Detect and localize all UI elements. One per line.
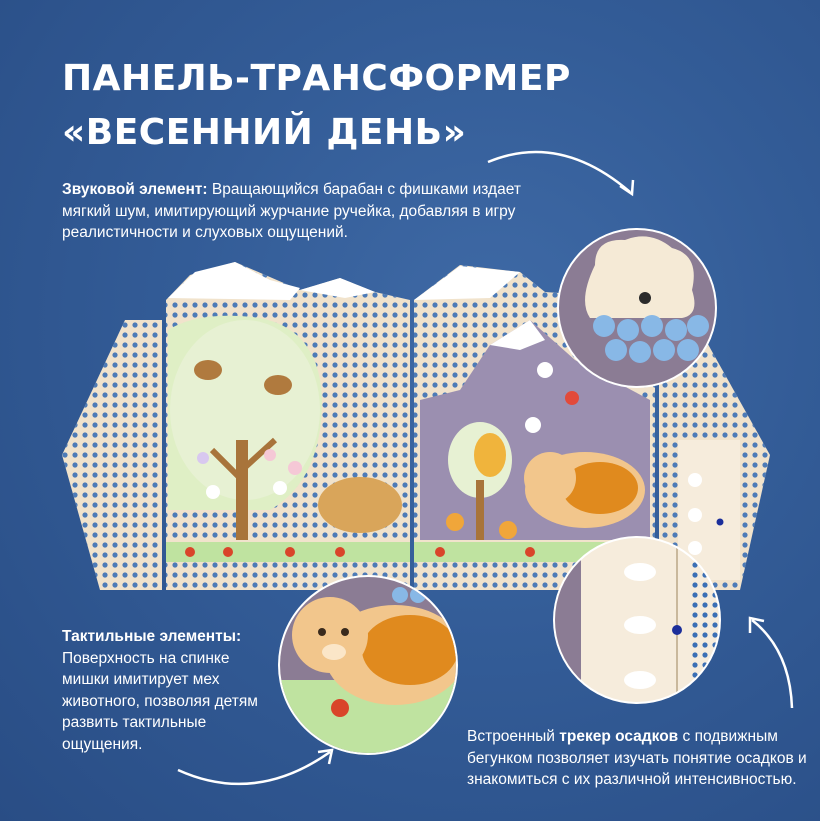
- arrow-to-drum: [487, 150, 631, 193]
- sound-element-caption: Звуковой элемент: Вращающийся барабан с …: [62, 179, 542, 244]
- precipitation-tracker-caption: Встроенный трекер осадков с подвижным бе…: [467, 726, 817, 791]
- arrowhead-tracker: [748, 616, 765, 633]
- drum-zoom-circle: [557, 228, 717, 388]
- title-line-2: «ВЕСЕННИЙ ДЕНЬ»: [62, 112, 467, 153]
- sound-element-text: Вращающийся барабан с фишками издает мяг…: [62, 181, 521, 241]
- tactile-element-heading: Тактильные элементы:: [62, 628, 242, 645]
- sound-element-heading: Звуковой элемент:: [62, 181, 208, 198]
- mountain-scene: [414, 320, 655, 562]
- bird-2: [264, 375, 292, 395]
- bear-zoom-circle: [278, 575, 458, 755]
- bear-head: [292, 597, 368, 673]
- tracker-text: с подвижным бегунком позволяет изучать п…: [467, 728, 807, 788]
- title-line-1: ПАНЕЛЬ-ТРАНСФОРМЕР: [62, 58, 571, 99]
- arrow-to-tracker: [751, 619, 794, 709]
- page-title: ПАНЕЛЬ-ТРАНСФОРМЕР «ВЕСЕННИЙ ДЕНЬ»: [62, 52, 571, 160]
- drum-knob: [639, 292, 651, 304]
- tracker-prefix: Встроенный: [467, 728, 560, 745]
- beehive: [474, 433, 506, 477]
- tactile-element-text: Поверхность на спинке мишки имитирует ме…: [62, 649, 258, 753]
- arrowhead-bear: [317, 748, 334, 765]
- tactile-element-caption: Тактильные элементы: Поверхность на спин…: [62, 626, 277, 755]
- fur-patch: [362, 615, 456, 685]
- arrowhead-drum: [619, 179, 635, 197]
- tree-scene: [166, 315, 410, 562]
- hedgehog: [318, 477, 402, 533]
- tracker-zoom-circle: [553, 536, 721, 704]
- bird-1: [194, 360, 222, 380]
- tracker-heading: трекер осадков: [559, 728, 679, 745]
- tracker-slider: [672, 625, 682, 635]
- arrow-to-bear: [177, 750, 331, 786]
